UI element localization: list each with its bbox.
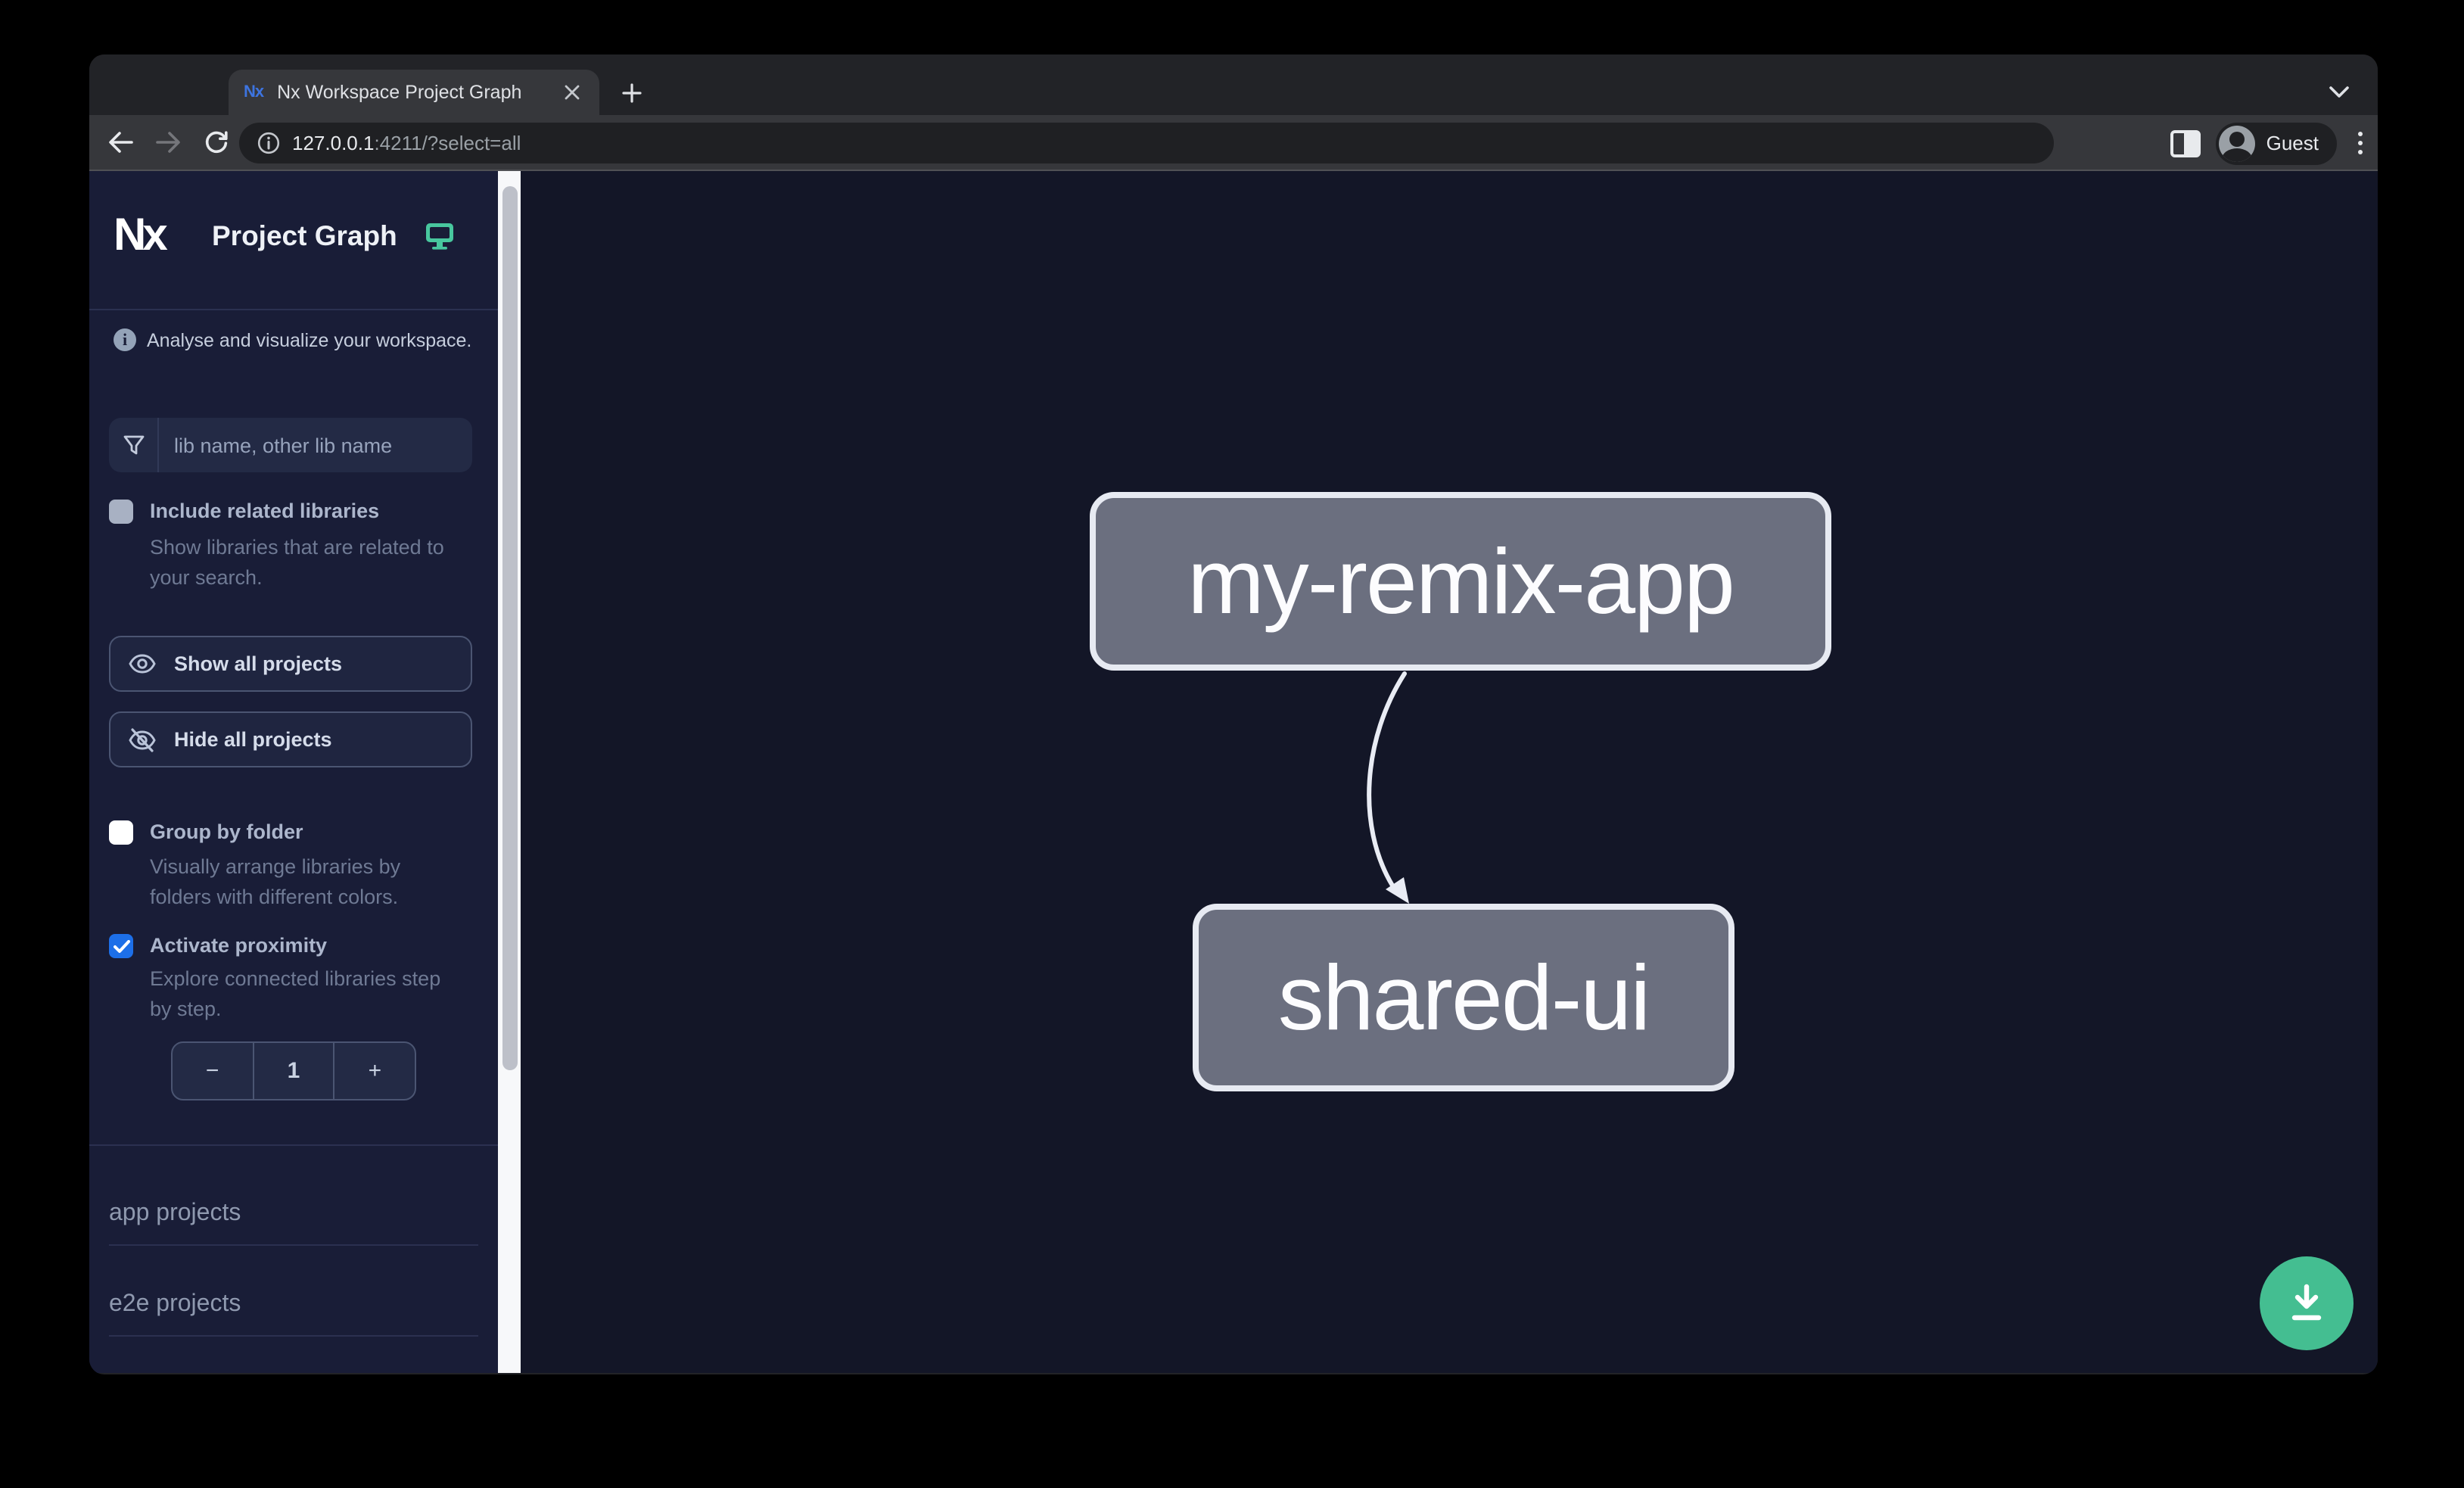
eye-off-icon xyxy=(129,727,156,752)
activate-proximity-description: Explore connected libraries step by step… xyxy=(150,967,441,1019)
activate-proximity-label: Activate proximity xyxy=(150,934,328,957)
activate-proximity-option: Activate proximity Explore connected lib… xyxy=(109,934,478,1031)
check-icon xyxy=(113,939,129,952)
sidebar-divider xyxy=(89,1144,498,1146)
site-info-icon[interactable] xyxy=(257,132,280,154)
proximity-increment-button[interactable]: + xyxy=(333,1043,415,1099)
filter-icon xyxy=(109,418,159,472)
url-text: 127.0.0.1:4211/?select=all xyxy=(292,129,521,157)
new-tab-button[interactable] xyxy=(613,74,649,111)
forward-button[interactable] xyxy=(147,121,189,163)
profile-label: Guest xyxy=(2266,132,2319,154)
sidebar-scrollbar[interactable] xyxy=(498,171,521,1373)
hide-all-projects-label: Hide all projects xyxy=(174,728,332,751)
proximity-value: 1 xyxy=(252,1043,333,1099)
include-related-option: Include related libraries Show libraries… xyxy=(109,500,478,605)
graph-canvas[interactable]: my-remix-app shared-ui xyxy=(521,171,2378,1373)
avatar-icon xyxy=(2219,125,2256,161)
browser-window: Nx Nx Workspace Project Graph xyxy=(89,54,2378,1374)
url-bar[interactable]: 127.0.0.1:4211/?select=all xyxy=(239,123,2054,163)
nx-favicon: Nx xyxy=(244,83,264,101)
hide-all-projects-button[interactable]: Hide all projects xyxy=(109,711,472,767)
info-icon: i xyxy=(114,328,136,351)
url-path: :4211/?select=all xyxy=(374,131,521,154)
url-host: 127.0.0.1 xyxy=(292,131,375,154)
nx-project-graph-page: Nx Project Graph i Analyse and visualize… xyxy=(89,171,2378,1373)
workspace-tagline: Analyse and visualize your workspace. xyxy=(147,329,472,350)
side-panel-icon[interactable] xyxy=(2170,129,2201,157)
section-e2e-projects[interactable]: e2e projects xyxy=(109,1291,478,1337)
tab-list-chevron-icon[interactable] xyxy=(2320,74,2357,111)
nx-logo: Nx xyxy=(114,210,168,260)
tab-close-icon[interactable] xyxy=(560,80,584,104)
group-by-folder-label: Group by folder xyxy=(150,820,303,843)
page-title: Project Graph xyxy=(212,219,397,251)
group-by-folder-option: Group by folder Visually arrange librari… xyxy=(109,820,478,920)
proximity-stepper: − 1 + xyxy=(171,1041,416,1100)
graph-node-shared-ui[interactable]: shared-ui xyxy=(1193,904,1734,1091)
reload-button[interactable] xyxy=(195,121,238,163)
section-app-projects[interactable]: app projects xyxy=(109,1200,478,1246)
include-related-label: Include related libraries xyxy=(150,500,380,522)
toolbar-right: Guest xyxy=(2170,115,2369,171)
group-by-folder-checkbox[interactable] xyxy=(109,820,133,845)
scrollbar-thumb[interactable] xyxy=(502,186,517,1070)
edge-my-remix-app-to-shared-ui xyxy=(1367,671,1409,904)
tab-title: Nx Workspace Project Graph xyxy=(277,82,522,103)
sidebar-header: Nx Project Graph xyxy=(89,171,498,310)
graph-node-my-remix-app[interactable]: my-remix-app xyxy=(1090,492,1831,671)
download-graph-button[interactable] xyxy=(2260,1256,2354,1350)
show-all-projects-label: Show all projects xyxy=(174,652,343,675)
download-icon xyxy=(2291,1284,2322,1321)
include-related-description: Show libraries that are related to your … xyxy=(150,536,444,588)
group-by-folder-description: Visually arrange libraries by folders wi… xyxy=(150,855,401,907)
include-related-checkbox[interactable] xyxy=(109,500,133,524)
workspace-tagline-row: i Analyse and visualize your workspace. xyxy=(114,328,474,351)
monitor-icon[interactable] xyxy=(425,223,454,257)
tab-strip: Nx Nx Workspace Project Graph xyxy=(89,54,2378,154)
search-box xyxy=(109,418,472,472)
browser-menu-icon[interactable] xyxy=(2352,126,2369,160)
back-button[interactable] xyxy=(98,121,141,163)
sidebar: Nx Project Graph i Analyse and visualize… xyxy=(89,171,498,1373)
profile-button[interactable]: Guest xyxy=(2216,122,2337,164)
activate-proximity-checkbox[interactable] xyxy=(109,934,133,958)
show-all-projects-button[interactable]: Show all projects xyxy=(109,636,472,692)
proximity-decrement-button[interactable]: − xyxy=(205,1058,219,1084)
search-input[interactable] xyxy=(159,434,472,456)
eye-icon xyxy=(129,654,156,674)
browser-tab[interactable]: Nx Nx Workspace Project Graph xyxy=(229,70,599,115)
browser-toolbar: 127.0.0.1:4211/?select=all Guest xyxy=(89,115,2378,171)
